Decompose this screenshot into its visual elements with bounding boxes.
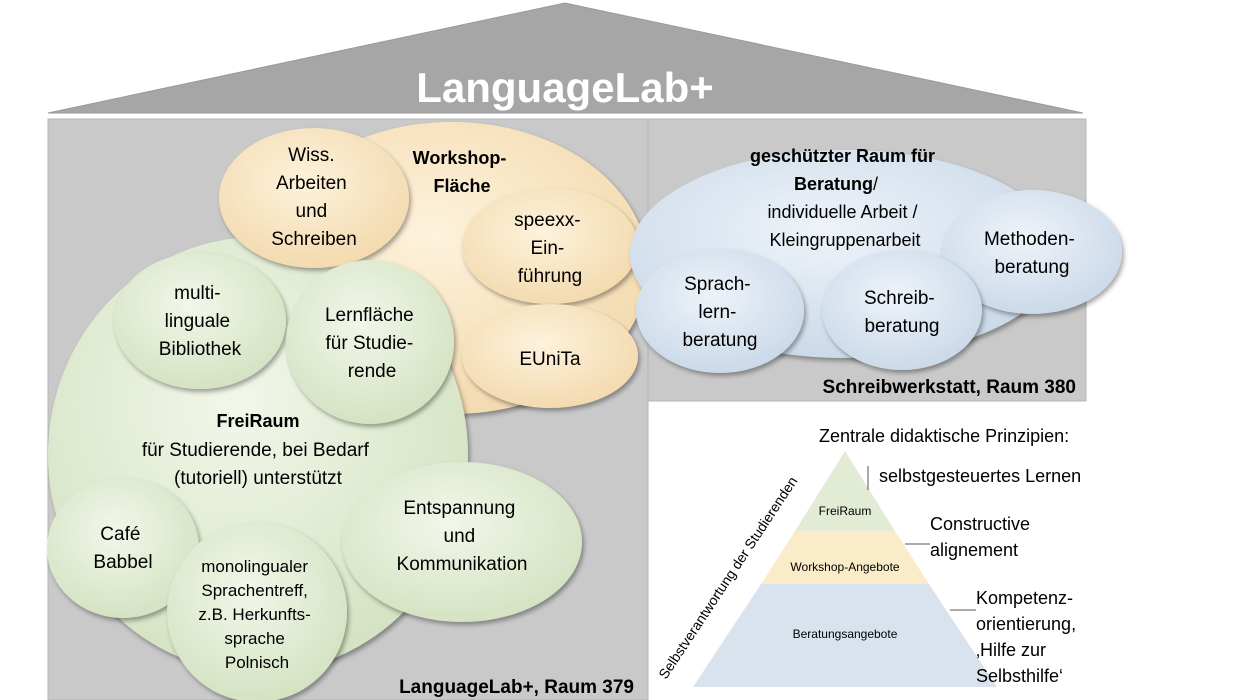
pyramid-level-bottom-label: Beratungsangebote bbox=[793, 627, 898, 641]
bubble-methoden bbox=[942, 190, 1122, 314]
bubble-sprachentreff bbox=[167, 522, 347, 700]
roof bbox=[47, 2, 1084, 114]
bubble-cafe bbox=[47, 478, 199, 618]
bubble-eunita bbox=[462, 304, 638, 408]
pyramid-level-top bbox=[795, 451, 895, 531]
left-room-caption: LanguageLab+, Raum 379 bbox=[399, 677, 634, 698]
bubble-sprachlern-label: Sprach- lern- beratung bbox=[682, 274, 757, 351]
principle-1: selbstgesteuertes Lernen bbox=[879, 466, 1081, 486]
pyramid-level-top-label: FreiRaum bbox=[819, 504, 872, 518]
bubble-speexx-label: speexx- Ein- führung bbox=[514, 210, 586, 287]
bubble-methoden-label: Methoden- beratung bbox=[984, 229, 1080, 278]
bubble-eunita-label: EUniTa bbox=[519, 349, 581, 370]
bubble-schreib-label: Schreib- beratung bbox=[864, 288, 940, 337]
bubble-speexx bbox=[462, 188, 638, 304]
bubble-sprachlern bbox=[636, 249, 804, 373]
bubble-wiss-label: Wiss. Arbeiten und Schreiben bbox=[271, 145, 357, 250]
freiraum-subtitle: für Studierende, bei Bedarf (tutoriell) … bbox=[142, 440, 374, 489]
beratung-lines: individuelle Arbeit / Kleingruppenarbeit bbox=[767, 202, 922, 250]
bubble-entspannung-label: Entspannung und Kommunikation bbox=[397, 498, 528, 575]
principle-2: Constructive alignement bbox=[930, 514, 1035, 560]
beratung-title: geschützter Raum für Beratung/ bbox=[750, 146, 940, 194]
bubble-entspannung bbox=[342, 462, 582, 622]
roof-title: LanguageLab+ bbox=[416, 64, 714, 111]
bubble-cafe-label: Café Babbel bbox=[93, 524, 152, 573]
pyramid-level-middle-label: Workshop-Angebote bbox=[790, 560, 900, 574]
bubble-bibliothek bbox=[114, 253, 286, 389]
bubble-lernflaeche bbox=[286, 260, 454, 424]
pyramid-level-bottom bbox=[693, 584, 997, 687]
freiraum-title: FreiRaum bbox=[216, 411, 299, 431]
bubble-bibliothek-label: multi- linguale Bibliothek bbox=[159, 283, 242, 360]
right-room-caption: Schreibwerkstatt, Raum 380 bbox=[823, 377, 1076, 398]
bubble-lernflaeche-label: Lernfläche für Studie- rende bbox=[325, 305, 419, 382]
bubble-schreib bbox=[822, 250, 982, 370]
pyramid-heading: Zentrale didaktische Prinzipien: bbox=[819, 426, 1069, 446]
pyramid-level-middle bbox=[761, 531, 929, 584]
principle-3: Kompetenz- orientierung, ‚Hilfe zur Selb… bbox=[976, 588, 1081, 686]
bubble-wiss bbox=[219, 128, 409, 268]
workshop-title: Workshop- Fläche bbox=[413, 148, 512, 196]
bubble-sprachentreff-label: monolingualer Sprachentreff, z.B. Herkun… bbox=[198, 557, 315, 672]
